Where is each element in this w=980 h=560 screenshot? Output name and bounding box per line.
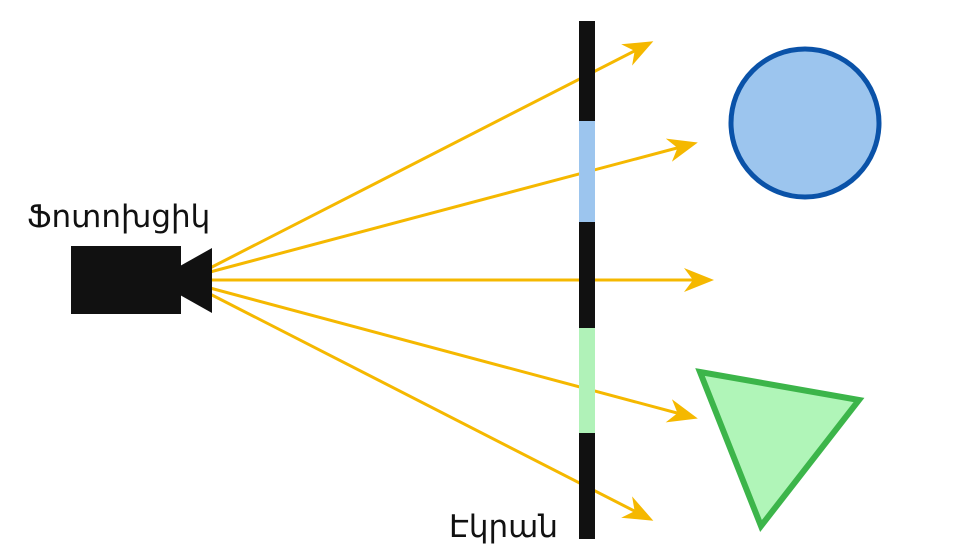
ray-1 <box>209 41 654 270</box>
video-camera-icon <box>71 246 212 314</box>
screen <box>579 21 595 539</box>
circle-shape <box>728 46 882 200</box>
camera-lens <box>180 248 212 313</box>
ray-2 <box>209 138 698 274</box>
screen-segment-dark-top <box>579 21 595 121</box>
camera-body <box>71 246 181 314</box>
screen-segment-green <box>579 328 595 433</box>
ray-5 <box>209 292 654 521</box>
rays <box>209 41 714 521</box>
screen-segment-dark-middle <box>579 222 595 328</box>
screen-label: Էկրան <box>449 509 558 545</box>
triangle-shape <box>695 368 865 532</box>
camera-label: Ֆոտոխցիկ <box>27 199 210 235</box>
screen-segment-dark-bottom <box>579 433 595 539</box>
ray-4 <box>209 286 698 423</box>
screen-segment-blue <box>579 121 595 222</box>
